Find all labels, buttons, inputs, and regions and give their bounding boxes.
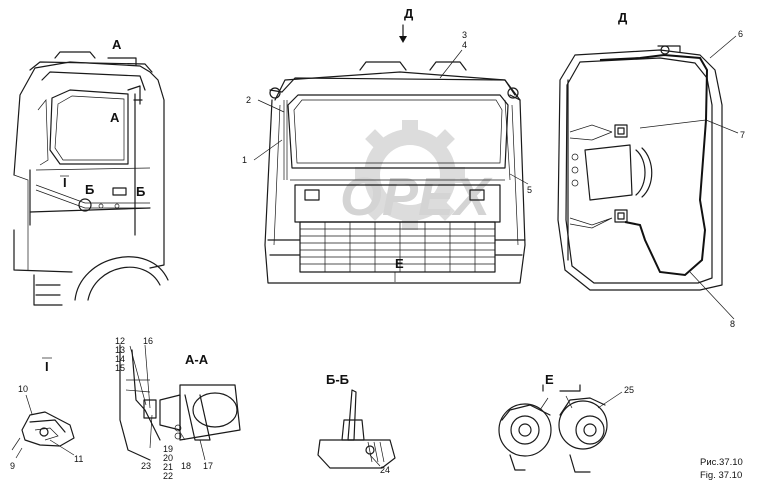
callout-9: 9 — [10, 461, 15, 471]
section-mark-a-window: А — [110, 110, 120, 125]
callout-3: 3 — [462, 30, 467, 40]
callout-6: 6 — [738, 29, 743, 39]
detail-i — [11, 411, 75, 451]
section-mark-b-left: Б — [85, 182, 94, 197]
callout-8: 8 — [730, 319, 735, 329]
watermark-text: OPEX — [340, 167, 493, 227]
view-mark-d-front: Д — [404, 6, 414, 21]
callout-19: 19 — [163, 444, 173, 454]
section-a-a-title: А-А — [185, 352, 209, 367]
callout-13: 13 — [115, 345, 125, 355]
cab-front-view — [264, 24, 526, 284]
section-b-b — [317, 389, 396, 469]
callout-17: 17 — [203, 461, 213, 471]
callout-11: 11 — [74, 454, 83, 464]
figure-caption-ru: Рис.37.10 — [700, 457, 743, 468]
callout-21: 21 — [163, 462, 173, 472]
leader-lines — [15, 35, 739, 467]
callout-12: 12 — [115, 336, 125, 346]
callout-22: 22 — [163, 471, 173, 481]
cab-rear-view — [557, 45, 723, 291]
figure-caption-en: Fig. 37.10 — [700, 470, 742, 481]
callout-10: 10 — [18, 384, 28, 394]
section-mark-a-top: А — [112, 37, 122, 52]
section-b-b-title: Б-Б — [326, 372, 349, 387]
callout-5: 5 — [527, 185, 532, 195]
door-connector — [78, 198, 92, 212]
callout-7: 7 — [740, 130, 745, 140]
view-e-title: Е — [545, 372, 554, 387]
watermark-gear-teeth — [355, 120, 465, 230]
callout-4: 4 — [462, 40, 467, 50]
callout-2: 2 — [246, 95, 251, 105]
callout-24: 24 — [380, 465, 390, 475]
callout-1: 1 — [242, 155, 247, 165]
callout-23: 23 — [141, 461, 151, 471]
door-handle — [112, 187, 127, 196]
watermark-gear-hole — [380, 145, 440, 205]
section-a-a — [119, 344, 241, 461]
callout-14: 14 — [115, 354, 125, 364]
detail-i-title: I — [45, 359, 49, 374]
view-e — [498, 384, 608, 473]
windshield — [287, 94, 509, 169]
view-mark-e: Е — [395, 256, 404, 271]
callout-15: 15 — [115, 363, 125, 373]
callout-20: 20 — [163, 453, 173, 463]
callout-25: 25 — [624, 385, 634, 395]
view-mark-d-rear: Д — [618, 10, 628, 25]
callout-18: 18 — [181, 461, 191, 471]
section-mark-b-right: Б — [136, 184, 145, 199]
detail-mark-i: I — [63, 175, 67, 190]
callout-16: 16 — [143, 336, 153, 346]
watermark: OPEX — [340, 120, 493, 230]
cab-side-view — [13, 51, 169, 306]
mirror-lamp — [179, 384, 241, 441]
